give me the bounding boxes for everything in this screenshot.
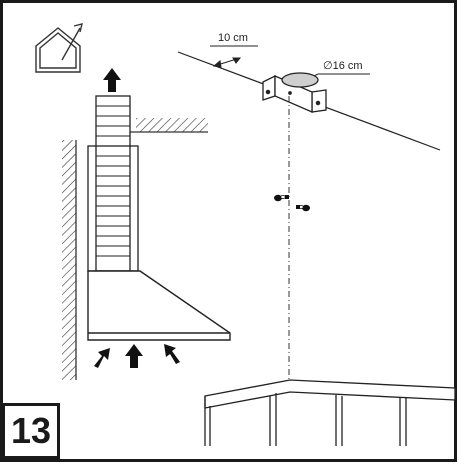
- diameter-label: ∅16 cm: [323, 60, 363, 72]
- kitchen-cabinet: [204, 379, 456, 446]
- wall-plug-right-icon: [296, 204, 310, 212]
- house-vent-out-icon: [35, 23, 83, 73]
- wall: [62, 140, 77, 380]
- air-in-arrow-center-icon: [125, 344, 143, 368]
- step-number: 13: [2, 403, 60, 459]
- distance-label: 10 cm: [218, 32, 248, 44]
- hood-canopy: [87, 270, 231, 341]
- ceiling: [130, 118, 208, 133]
- wall-plug-left-icon: [274, 194, 289, 202]
- chimney-duct: [87, 95, 139, 272]
- air-out-arrow-icon: [103, 68, 121, 92]
- distance-dimension: [210, 45, 258, 68]
- air-in-arrow-right-icon: [164, 344, 180, 364]
- mounting-bracket: [262, 72, 327, 113]
- air-in-arrow-left-icon: [94, 348, 110, 368]
